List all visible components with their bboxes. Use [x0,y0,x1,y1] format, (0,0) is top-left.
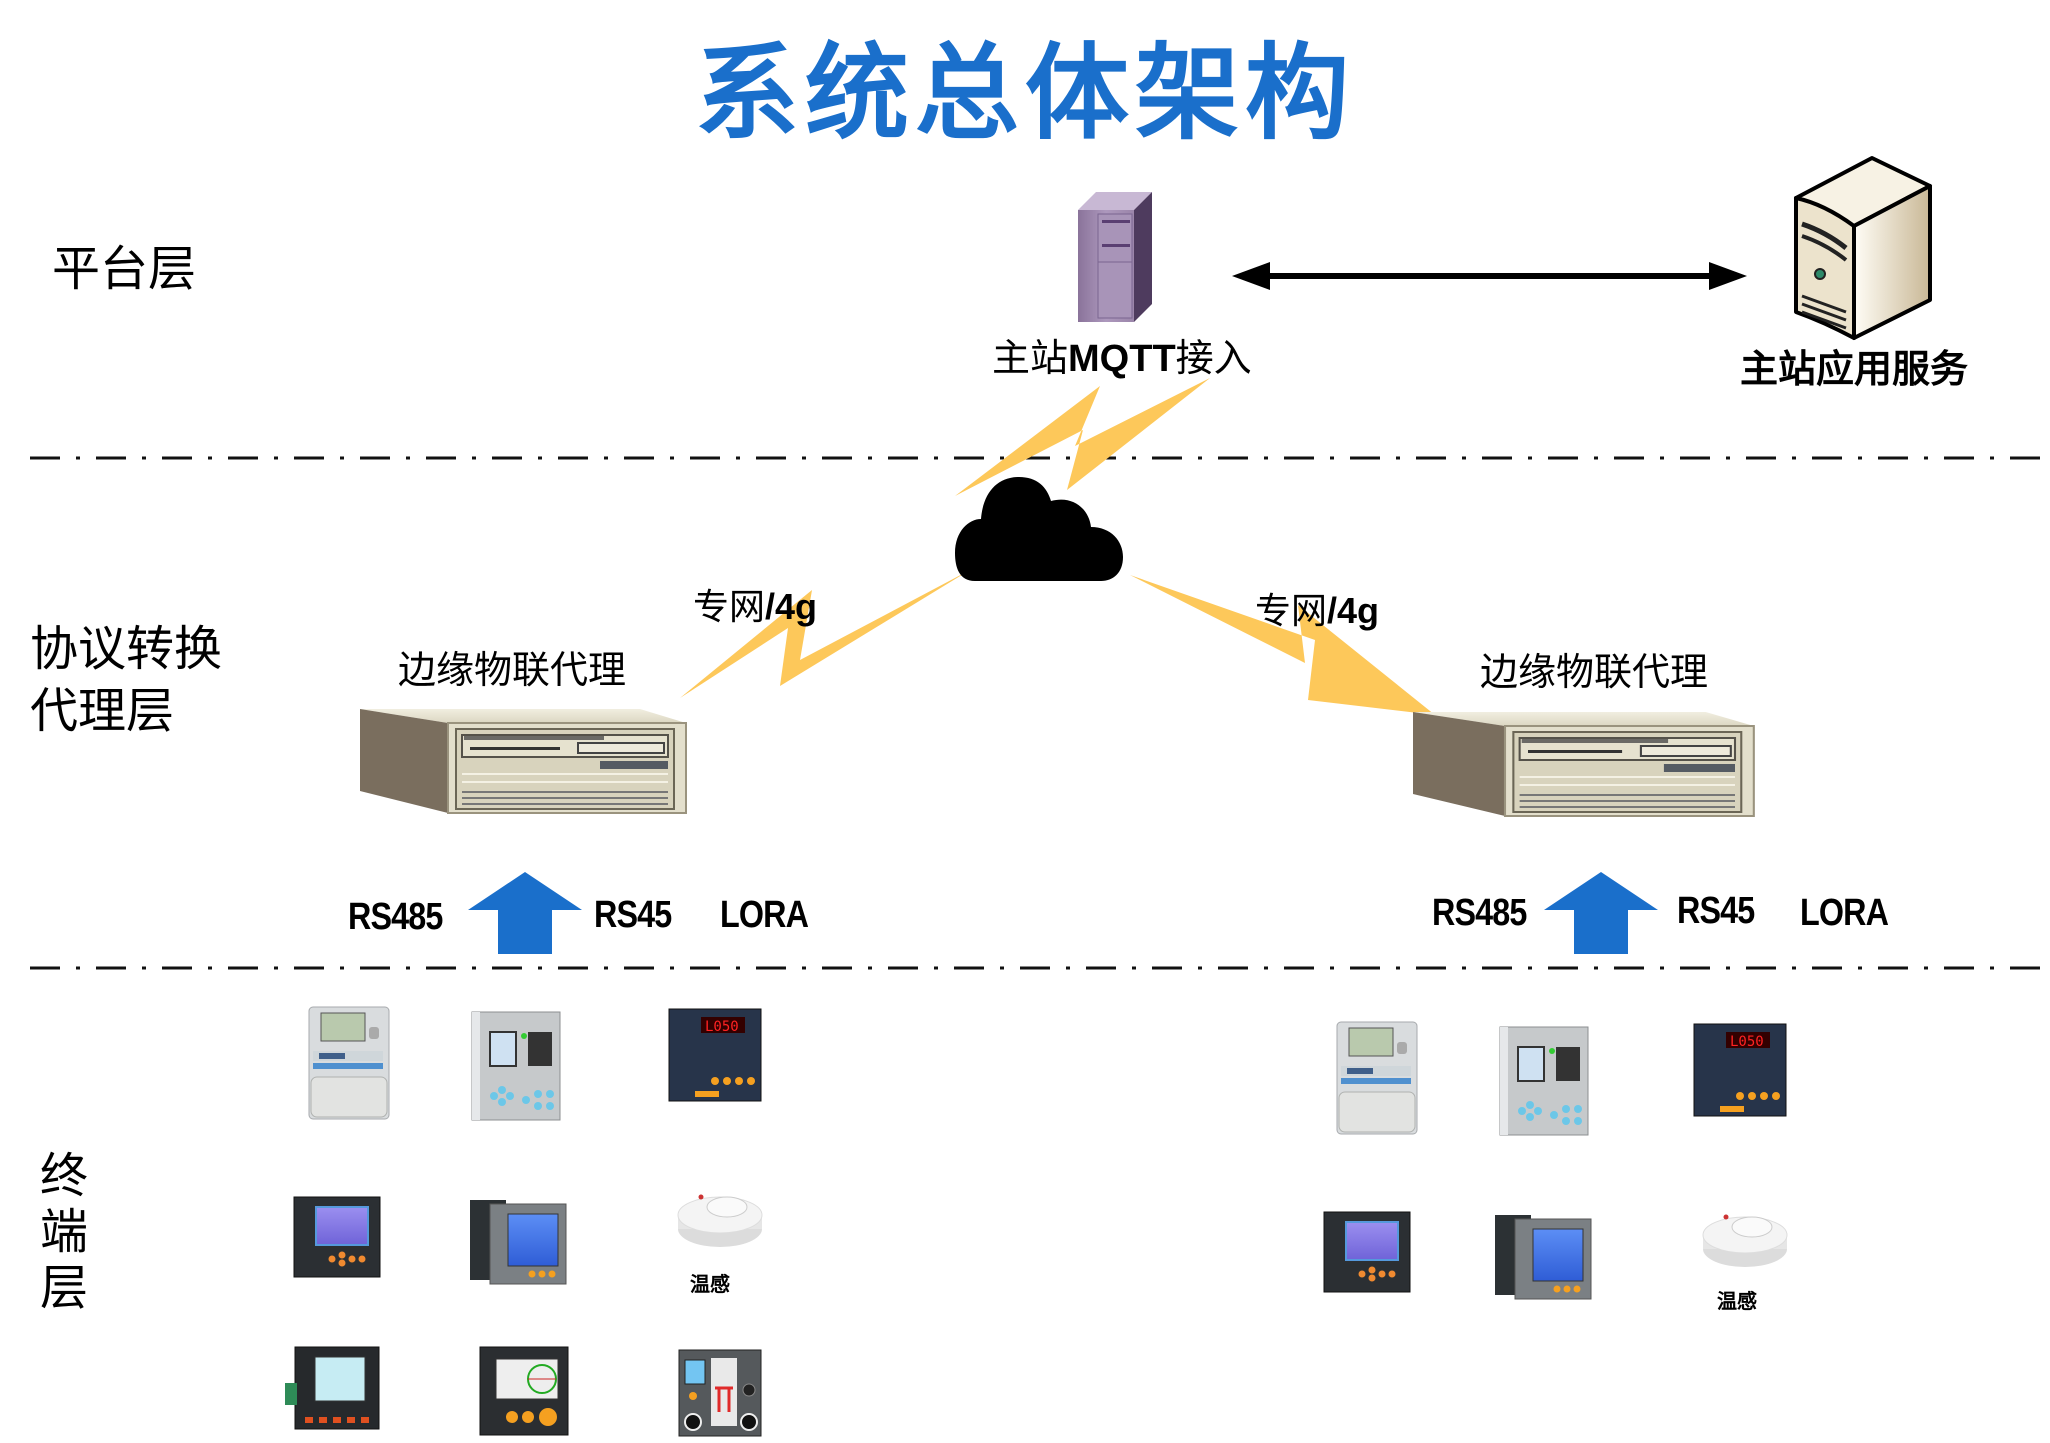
layer-label-terminal: 终端层 [31,1150,87,1318]
protocol-label-rs45-right: RS45 [1677,890,1755,932]
switchgear-display-icon [677,1348,763,1442]
layer-label-proxy-line2: 代理层 [30,683,175,739]
protocol-label-rs45-left: RS45 [594,894,672,936]
power-quality-analyzer-icon [478,1345,570,1441]
blue-lcd-meter-icon [1493,1213,1593,1305]
layer-label-platform: 平台层 [52,241,197,297]
blue-lcd-meter-icon [468,1198,568,1290]
lightning-icon-mqtt-link [955,378,1210,496]
temperature-sensor-icon [1700,1205,1790,1275]
edge-proxy-server-icon-right [1413,712,1755,817]
app-service-label: 主站应用服务 [1740,347,1969,391]
protocol-label-lora-left: LORA [720,894,809,936]
lcd-power-meter-icon [292,1195,382,1283]
multifunction-meter-icon [285,1345,381,1435]
electricity-meter-icon [1333,1020,1419,1142]
app-server-icon [1794,156,1932,340]
layer-divider-bottom [30,966,2050,970]
mqtt-label-bold: MQTT [1068,338,1176,380]
temperature-sensor-caption-right: 温感 [1717,1289,1757,1313]
network-label-right: 专网/4g [1255,582,1379,634]
up-arrow-icon-right [1544,872,1658,954]
lightning-icon-right-link [1130,575,1435,715]
protection-relay-icon [470,1010,562,1126]
electricity-meter-icon [305,1005,391,1127]
edge-proxy-label-left: 边缘物联代理 [398,648,627,692]
edge-proxy-server-icon-left [360,709,687,814]
svg-text:L050: L050 [705,1019,739,1035]
bidirectional-arrow [1232,262,1747,290]
cloud-icon [955,477,1123,581]
mqtt-access-label: 主站MQTT接入 [992,336,1252,381]
protocol-label-rs485-right: RS485 [1432,892,1527,934]
led-controller-icon: L050 [665,1005,765,1109]
temperature-sensor-caption-left: 温感 [690,1272,730,1296]
diagram-title: 系统总体架构 [694,32,1355,154]
led-controller-icon: L050 [1690,1020,1790,1124]
up-arrow-icon-left [468,872,582,954]
protocol-label-rs485-left: RS485 [348,896,443,938]
mqtt-server-icon [1078,192,1152,322]
edge-proxy-label-right: 边缘物联代理 [1480,650,1709,694]
network-label-left: 专网/4g [693,578,817,630]
network-label-right-prefix: 专网 [1255,591,1328,632]
layer-divider-top [30,456,2050,460]
temperature-sensor-icon [675,1185,765,1255]
layer-label-proxy-line1: 协议转换 [30,621,223,677]
protocol-label-lora-right: LORA [1800,892,1889,934]
svg-text:L050: L050 [1730,1034,1764,1050]
network-label-left-prefix: 专网 [693,587,766,628]
mqtt-label-suffix: 接入 [1175,336,1252,380]
network-label-right-bold: /4g [1327,590,1380,631]
protection-relay-icon [1498,1025,1590,1141]
network-label-left-bold: /4g [765,586,818,627]
mqtt-label-prefix: 主站 [992,336,1069,380]
lcd-power-meter-icon [1322,1210,1412,1298]
